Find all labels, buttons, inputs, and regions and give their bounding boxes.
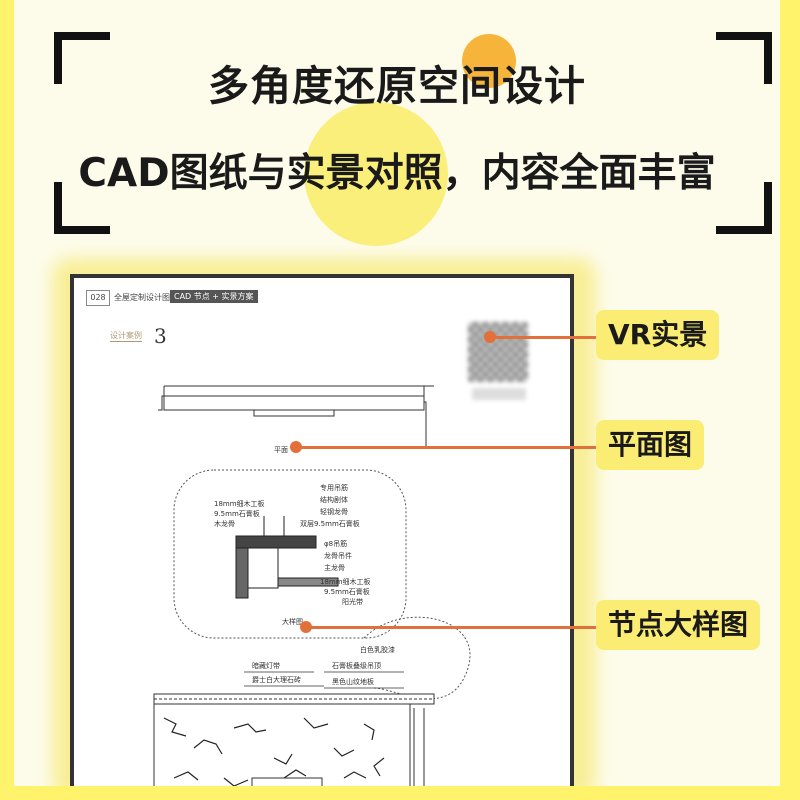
connector-dot-vr	[484, 331, 496, 343]
connector-plan	[294, 446, 598, 449]
corner-bracket-top-right	[716, 32, 772, 84]
svg-text:爵士白大理石砖: 爵士白大理石砖	[252, 675, 301, 684]
qr-code-icon[interactable]	[468, 322, 528, 382]
section-annotations-left: 暗藏灯带 爵士白大理石砖	[252, 661, 301, 684]
decor-orange-circle	[462, 34, 516, 88]
svg-text:黑色山纹地板: 黑色山纹地板	[332, 677, 374, 686]
connector-dot-detail	[300, 621, 312, 633]
content-panel: 多角度还原空间设计 CAD图纸与实景对照，内容全面丰富 028 全屋定制设计图集…	[14, 0, 780, 786]
svg-text:主龙骨: 主龙骨	[324, 563, 345, 572]
case-number: 3	[154, 324, 167, 348]
callout-plan-label: 平面图	[596, 420, 705, 470]
cad-drawing: 平面 18mm细木工板 9.5mm石膏板 木龙骨 专用吊筋 结构剧体	[153, 385, 471, 786]
callout-detail-label: 节点大样图	[596, 600, 761, 650]
svg-text:双层9.5mm石膏板: 双层9.5mm石膏板	[300, 519, 360, 528]
svg-text:阳光带: 阳光带	[342, 597, 363, 606]
svg-text:9.5mm石膏板: 9.5mm石膏板	[214, 509, 260, 518]
connector-detail	[304, 626, 598, 629]
callout-vr-label: VR实景	[596, 310, 720, 360]
decor-yellow-circle	[304, 102, 448, 246]
section-leader-lines	[244, 671, 404, 689]
svg-text:白色乳胶漆: 白色乳胶漆	[360, 645, 395, 654]
section-annotations-right: 白色乳胶漆 石膏板叠级吊顶 黑色山纹地板	[332, 645, 395, 686]
plan-label: 平面	[274, 446, 288, 454]
svg-text:龙骨吊件: 龙骨吊件	[324, 551, 352, 560]
cad-document-page: 028 全屋定制设计图集 CAD 节点 + 实景方案 设计案例 3 平面	[70, 274, 574, 786]
headline-line-1: 多角度还原空间设计	[208, 62, 586, 110]
svg-text:轻钢龙骨: 轻钢龙骨	[320, 507, 348, 516]
detail-connector	[363, 616, 471, 700]
document-header-title: 全屋定制设计图集	[114, 293, 178, 302]
svg-text:木龙骨: 木龙骨	[214, 519, 235, 528]
svg-text:φ8吊筋: φ8吊筋	[324, 539, 347, 548]
svg-text:结构剧体: 结构剧体	[320, 495, 348, 504]
detail-annotations-right: 专用吊筋 结构剧体 轻钢龙骨 双层9.5mm石膏板 φ8吊筋 龙骨吊件 主龙骨 …	[300, 483, 371, 606]
case-label: 设计案例	[110, 331, 142, 342]
connector-dot-plan	[290, 441, 302, 453]
page-number: 028	[86, 290, 110, 306]
document-header-tag: CAD 节点 + 实景方案	[170, 290, 258, 303]
svg-text:9.5mm石膏板: 9.5mm石膏板	[324, 587, 370, 596]
svg-text:暗藏灯带: 暗藏灯带	[252, 661, 280, 670]
detail-annotations-left: 18mm细木工板 9.5mm石膏板 木龙骨	[214, 499, 265, 528]
node-detail-drawing	[235, 516, 339, 599]
connector-vr	[488, 336, 598, 339]
corner-bracket-bottom-left	[54, 182, 110, 234]
ceiling-plan-drawing	[158, 385, 434, 449]
headline-line-2: CAD图纸与实景对照，内容全面丰富	[78, 151, 716, 196]
svg-text:18mm细木工板: 18mm细木工板	[320, 577, 371, 586]
corner-bracket-bottom-right	[716, 182, 772, 234]
corner-bracket-top-left	[54, 32, 110, 84]
detail-label: 大样图	[282, 617, 303, 626]
marble-section-drawing	[153, 693, 435, 786]
svg-text:专用吊筋: 专用吊筋	[320, 483, 348, 492]
qr-caption-blurred	[472, 388, 526, 400]
svg-text:18mm细木工板: 18mm细木工板	[214, 499, 265, 508]
svg-text:石膏板叠级吊顶: 石膏板叠级吊顶	[332, 661, 381, 670]
detail-bubble	[173, 469, 407, 639]
